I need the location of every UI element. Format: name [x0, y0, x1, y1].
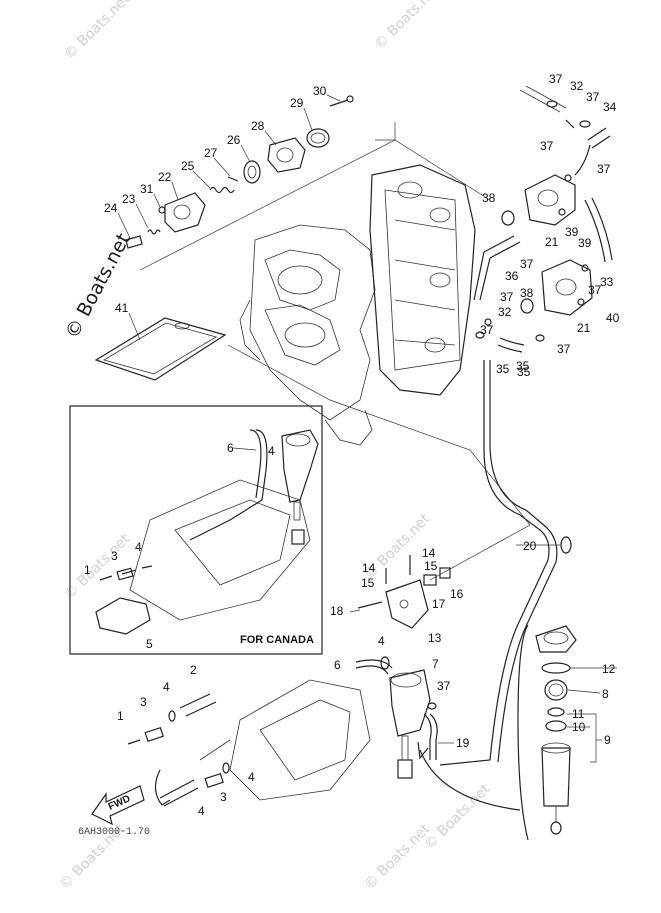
callout-34: 34 — [603, 100, 617, 114]
callout-37: 37 — [540, 139, 554, 153]
fuel-pump-upper-exploded — [125, 95, 354, 249]
filter-inset-arrow — [419, 749, 521, 811]
o-ring-38 — [501, 210, 515, 226]
callout-38: 38 — [520, 286, 534, 300]
callout-37: 37 — [588, 283, 602, 297]
callout-37: 37 — [586, 90, 600, 104]
cylinder-head — [369, 164, 476, 396]
callout-24: 24 — [104, 201, 118, 215]
watermark-text: © Boats.net — [61, 230, 135, 343]
callout-23: 23 — [122, 192, 136, 206]
callout-4: 4 — [163, 680, 170, 694]
callout-1: 1 — [117, 709, 124, 723]
filter-inset-arrowhead — [417, 741, 429, 760]
callout-33: 33 — [600, 275, 614, 289]
drawing-code: 6AH3000-1.70 — [78, 827, 150, 838]
callout-20: 20 — [523, 539, 537, 553]
callout-12: 12 — [602, 662, 616, 676]
callout-15: 15 — [361, 576, 375, 590]
callout-14: 14 — [362, 561, 376, 575]
callout-labels: 30 29 28 26 27 25 22 31 23 24 41 37 32 3… — [84, 72, 620, 818]
callout-25: 25 — [181, 159, 195, 173]
cover-plate-41 — [94, 317, 227, 381]
canada-inset-box: FOR CANADA — [69, 405, 323, 655]
watermark-text: © Boats.net — [62, 0, 134, 63]
fuel-hose-main — [439, 360, 558, 766]
callout-9: 9 — [604, 733, 611, 747]
callout-2: 2 — [190, 663, 197, 677]
watermark-text: © Boats.net — [362, 821, 434, 893]
fuel-pump-right-lower — [475, 259, 593, 353]
callout-27: 27 — [204, 146, 218, 160]
callout-37: 37 — [480, 323, 494, 337]
pump-group-boundary — [375, 139, 491, 201]
callout-15: 15 — [424, 559, 438, 573]
callout-36: 36 — [505, 269, 519, 283]
callout-26: 26 — [227, 133, 241, 147]
callout-13: 13 — [428, 631, 442, 645]
watermark-group: © Boats.net © Boats.net © Boats.net © Bo… — [57, 0, 494, 893]
callout-29: 29 — [290, 96, 304, 110]
callout-4: 4 — [378, 634, 385, 648]
fittings-lower-left — [127, 693, 230, 807]
callout-1: 1 — [84, 563, 91, 577]
callout-39: 39 — [578, 236, 592, 250]
callout-22: 22 — [158, 170, 172, 184]
callout-8: 8 — [602, 687, 609, 701]
callout-3: 3 — [220, 790, 227, 804]
callout-41: 41 — [115, 301, 129, 315]
callout-37: 37 — [557, 342, 571, 356]
callout-3: 3 — [111, 549, 118, 563]
engine-callout-line — [227, 344, 531, 581]
callout-3: 3 — [140, 695, 147, 709]
fwd-label: FWD — [107, 793, 132, 812]
callout-37: 37 — [520, 257, 534, 271]
lower-bracket-frame — [199, 679, 371, 801]
callout-14: 14 — [422, 546, 436, 560]
hose-clamp-20 — [560, 536, 572, 554]
callout-31: 31 — [140, 182, 154, 196]
callout-37: 37 — [549, 72, 563, 86]
fuel-pipe-36 — [473, 235, 521, 301]
callout-21: 21 — [545, 235, 559, 249]
canada-label: FOR CANADA — [240, 634, 314, 646]
callout-21: 21 — [577, 321, 591, 335]
fwd-arrow-icon: FWD — [91, 785, 145, 826]
callout-35: 35 — [517, 365, 531, 379]
callout-35: 35 — [496, 362, 510, 376]
callout-17: 17 — [432, 597, 446, 611]
callout-19: 19 — [456, 736, 470, 750]
engine-block — [239, 224, 376, 446]
callout-28: 28 — [251, 119, 265, 133]
callout-6: 6 — [334, 658, 341, 672]
callout-4: 4 — [248, 770, 255, 784]
callout-37: 37 — [597, 162, 611, 176]
pump-group-boundary — [139, 122, 396, 271]
callout-32: 32 — [570, 79, 584, 93]
callout-7: 7 — [432, 657, 439, 671]
callout-37: 37 — [437, 679, 451, 693]
watermark-text: © Boats.net — [372, 0, 444, 53]
callout-4: 4 — [198, 804, 205, 818]
watermark-text: © Boats.net — [62, 531, 134, 603]
callout-18: 18 — [330, 604, 344, 618]
callout-40: 40 — [606, 311, 620, 325]
callout-30: 30 — [313, 84, 327, 98]
callout-38: 38 — [482, 191, 496, 205]
callout-37: 37 — [500, 290, 514, 304]
callout-4: 4 — [135, 540, 142, 554]
callout-39: 39 — [565, 225, 579, 239]
callout-5: 5 — [146, 637, 153, 651]
fuel-pump-right-upper — [519, 85, 613, 263]
callout-16: 16 — [450, 587, 464, 601]
callout-35: 35 — [516, 359, 530, 373]
callout-leaders — [117, 94, 617, 744]
callout-4: 4 — [268, 444, 275, 458]
filter-parts-inset — [517, 624, 597, 841]
filter-bracket-assembly — [355, 555, 451, 779]
callout-6: 6 — [227, 441, 234, 455]
callout-32: 32 — [498, 305, 512, 319]
